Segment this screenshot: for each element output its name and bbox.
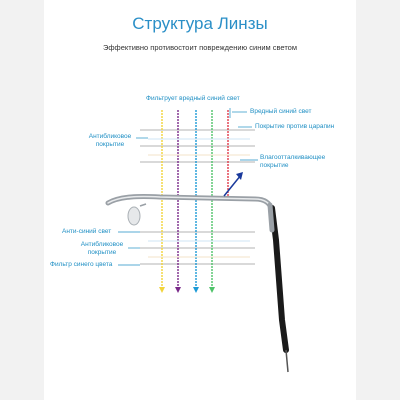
label-anti-blue-light: Анти-синий свет bbox=[62, 228, 112, 235]
label-antiglare-top: Антибликовое покрытие bbox=[82, 133, 138, 148]
harmful-light-arrow bbox=[223, 172, 243, 197]
label-blue-filter: Фильтр синего цвета bbox=[50, 261, 113, 268]
nose-pad bbox=[127, 206, 141, 226]
label-water-line2: покрытие bbox=[260, 161, 289, 169]
lens-layers-bottom bbox=[140, 231, 255, 265]
label-antiglare-bottom: Антибликовое покрытие bbox=[74, 241, 130, 256]
layer-highlights bbox=[148, 138, 250, 258]
page-title: Структура Линзы bbox=[132, 14, 268, 33]
page-subtitle: Эффективно противостоит повреждению сини… bbox=[102, 43, 298, 52]
lens-layers-top bbox=[140, 129, 255, 163]
label-water-repellent: Влагоотталкивающее покрытие bbox=[260, 154, 325, 169]
label-antiglare-bottom-line1: Антибликовое bbox=[80, 241, 124, 248]
label-scratch-coating: Покрытие против царапин bbox=[255, 123, 335, 130]
leader-lines bbox=[118, 108, 258, 266]
arrow-line bbox=[223, 174, 242, 197]
label-antiglare-bottom-line2: покрытие bbox=[87, 248, 117, 256]
nose-pad-arm bbox=[139, 203, 147, 207]
ray-green-arrowhead bbox=[209, 287, 215, 293]
hinge bbox=[267, 202, 275, 233]
label-harmful-blue-light: Вредный синий свет bbox=[250, 108, 312, 115]
ray-yellow-arrowhead bbox=[159, 287, 165, 293]
label-filters-harmful-blue: Фильтрует вредный синий свет bbox=[146, 95, 240, 102]
arm-tip bbox=[285, 349, 289, 373]
glasses-frame bbox=[105, 194, 289, 373]
ray-blue-arrowhead bbox=[193, 287, 199, 293]
ray-arrowheads bbox=[159, 287, 215, 293]
arrow-head bbox=[236, 172, 243, 180]
ray-purple-arrowhead bbox=[175, 287, 181, 293]
label-water-line1: Влагоотталкивающее bbox=[260, 154, 326, 161]
label-antiglare-top-line2: покрытие bbox=[95, 140, 125, 148]
label-antiglare-top-line1: Антибликовое bbox=[88, 133, 132, 140]
